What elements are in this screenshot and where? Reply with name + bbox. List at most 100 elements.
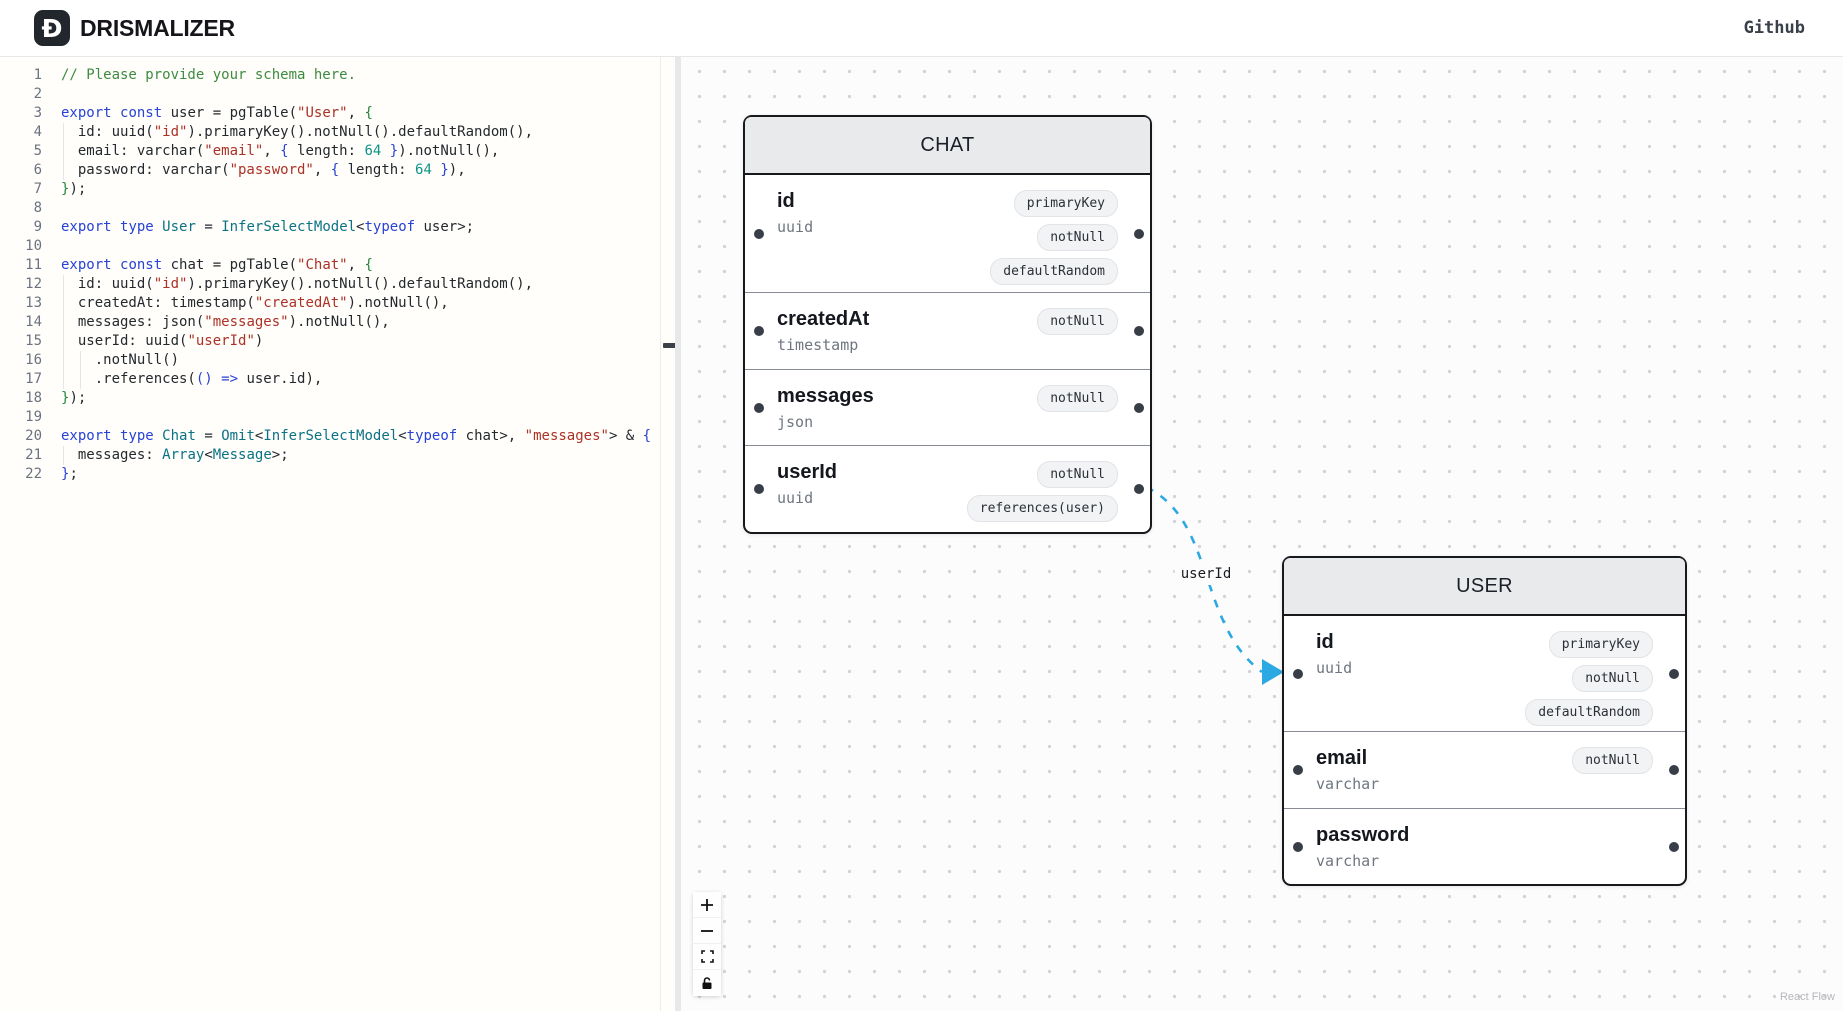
line-number: 6 — [33, 162, 42, 178]
row-handle-right[interactable] — [1134, 228, 1144, 239]
code-line: 18}); — [0, 389, 675, 408]
constraint-badge: notNull — [1037, 224, 1118, 251]
plus-icon — [701, 898, 713, 911]
row-handle-left[interactable] — [1293, 841, 1303, 852]
toggle-interactivity-button[interactable] — [693, 970, 721, 996]
edge-label: userId — [1174, 563, 1238, 585]
line-number: 16 — [25, 352, 42, 368]
canvas-controls — [693, 892, 721, 996]
code-line: 19 — [0, 408, 675, 427]
code-line: 2 — [0, 85, 675, 104]
code-text: createdAt: timestamp("createdAt").notNul… — [61, 295, 449, 311]
code-text: .notNull() — [61, 352, 180, 368]
app-title: DRISMALIZER — [80, 14, 235, 41]
app-header: Ð DRISMALIZER Github — [0, 0, 1843, 57]
code-line: 1 // Please provide your schema here. — [0, 66, 675, 85]
code-line: 8 — [0, 199, 675, 218]
indent-guide — [63, 446, 64, 465]
code-line: 21 messages: Array<Message>; — [0, 446, 675, 465]
table-title: USER — [1284, 558, 1685, 616]
field-name: createdAt — [777, 308, 870, 330]
field-name: messages — [777, 385, 874, 407]
field-name: email — [1316, 747, 1368, 769]
line-number: 14 — [25, 314, 42, 330]
line-number: 1 — [33, 67, 42, 83]
row-handle-left[interactable] — [754, 228, 764, 239]
line-number: 20 — [25, 428, 42, 444]
line-number: 2 — [33, 86, 42, 102]
constraint-badge: primaryKey — [1548, 631, 1653, 658]
field-type: timestamp — [777, 336, 859, 354]
fit-view-icon — [700, 950, 714, 963]
code-text: }); — [61, 181, 87, 197]
code-text: // Please provide your schema here. — [61, 67, 357, 83]
code-text: id: uuid("id").primaryKey().notNull().de… — [61, 124, 534, 140]
app-logo-icon: Ð — [34, 10, 70, 46]
editor-scrollbar-track — [660, 57, 661, 1011]
code-text: export type Chat = Omit<InferSelectModel… — [61, 428, 652, 444]
code-text: export const user = pgTable("User", { — [61, 105, 373, 121]
github-link[interactable]: Github — [1743, 18, 1805, 38]
zoom-out-button[interactable] — [693, 918, 721, 944]
code-line: 6 password: varchar("password", { length… — [0, 161, 675, 180]
code-text: }; — [61, 466, 78, 482]
line-number: 13 — [25, 295, 42, 311]
code-lines: 1 // Please provide your schema here. 2 3 ex… — [0, 57, 675, 484]
row-handle-left[interactable] — [1293, 668, 1303, 679]
constraint-badge: notNull — [1037, 308, 1118, 335]
line-number: 7 — [33, 181, 42, 197]
row-handle-left[interactable] — [1293, 765, 1303, 775]
schema-code-editor[interactable]: 1 // Please provide your schema here. 2 3 ex… — [0, 57, 675, 1011]
code-text: messages: Array<Message>; — [61, 447, 289, 463]
code-text: email: varchar("email", { length: 64 }).… — [61, 143, 500, 159]
minus-icon — [701, 929, 713, 932]
line-number: 17 — [25, 371, 42, 387]
line-number: 12 — [25, 276, 42, 292]
zoom-in-button[interactable] — [693, 892, 721, 918]
constraint-badge: notNull — [1037, 461, 1118, 488]
code-line: 15 userId: uuid("userId") — [0, 332, 675, 351]
code-line: 22}; — [0, 465, 675, 484]
code-line: 13 createdAt: timestamp("createdAt").not… — [0, 294, 675, 313]
row-handle-left[interactable] — [754, 402, 764, 413]
row-handle-right[interactable] — [1134, 484, 1144, 494]
row-handle-right[interactable] — [1134, 326, 1144, 336]
code-line: 4 id: uuid("id").primaryKey().notNull().… — [0, 123, 675, 142]
code-line: 16 .notNull() — [0, 351, 675, 370]
react-flow-attribution[interactable]: React Flow — [1779, 991, 1835, 1003]
field-name: id — [777, 190, 795, 212]
table-title: CHAT — [745, 117, 1150, 175]
constraint-badge: defaultRandom — [990, 258, 1118, 285]
line-number: 3 — [33, 105, 42, 121]
editor-scrollbar-thumb[interactable] — [663, 343, 675, 348]
row-handle-right[interactable] — [1669, 841, 1679, 852]
constraint-badge: notNull — [1572, 665, 1653, 692]
line-number: 9 — [33, 219, 42, 235]
code-text: userId: uuid("userId") — [61, 333, 264, 349]
row-handle-right[interactable] — [1669, 668, 1679, 679]
code-line: 14 messages: json("messages").notNull(), — [0, 313, 675, 332]
code-text: id: uuid("id").primaryKey().notNull().de… — [61, 276, 534, 292]
line-number: 18 — [25, 390, 42, 406]
row-handle-right[interactable] — [1134, 402, 1144, 413]
code-line: 3 export const user = pgTable("User", { — [0, 104, 675, 123]
constraint-badge: notNull — [1037, 385, 1118, 412]
row-handle-left[interactable] — [754, 484, 764, 494]
pane-resize-divider[interactable] — [675, 57, 681, 1011]
row-handle-left[interactable] — [754, 326, 764, 336]
fit-view-button[interactable] — [693, 944, 721, 970]
constraint-badges: notNull — [1572, 747, 1653, 798]
row-handle-right[interactable] — [1669, 765, 1679, 775]
constraint-badge: notNull — [1572, 747, 1653, 774]
constraint-badge: primaryKey — [1013, 190, 1118, 217]
field-name: password — [1316, 824, 1410, 846]
